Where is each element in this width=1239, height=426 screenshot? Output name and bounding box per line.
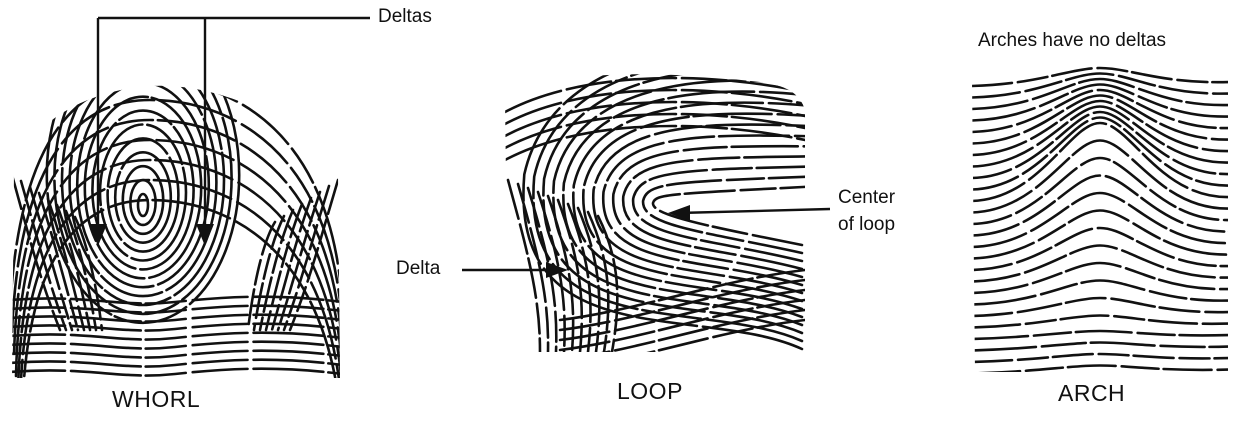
whorl-ridge	[10, 369, 342, 376]
whorl-ridge	[130, 180, 155, 225]
whorl-ridge	[10, 360, 342, 367]
loop-ridge	[573, 103, 822, 309]
whorl-ridge	[138, 194, 148, 216]
center-of-loop-line2: of loop	[838, 211, 895, 238]
center-of-loop-line1: Center	[838, 184, 895, 211]
arch-ridge	[972, 354, 1230, 362]
center-pointer-line	[678, 209, 830, 213]
whorl-ridge	[10, 351, 342, 358]
whorl-title: WHORL	[112, 386, 200, 413]
arch-fingerprint	[972, 68, 1230, 374]
whorl-fingerprint	[10, 27, 342, 421]
arch-ridge	[972, 101, 1230, 155]
arch-ridge	[972, 141, 1230, 213]
delta-label: Delta	[396, 258, 440, 280]
loop-title: LOOP	[617, 378, 683, 405]
arch-ridge	[972, 366, 1230, 374]
arches-note-label: Arches have no deltas	[978, 30, 1166, 52]
arch-ridge	[972, 211, 1230, 259]
whorl-ridge	[10, 315, 342, 322]
loop-ridge	[533, 58, 822, 341]
whorl-ridge	[10, 333, 342, 340]
loop-ridge	[593, 125, 822, 293]
whorl-ridge	[10, 80, 342, 310]
arch-ridge	[972, 263, 1230, 293]
arch-ridge	[972, 343, 1230, 351]
arch-title: ARCH	[1058, 380, 1125, 407]
arch-ridge	[972, 281, 1230, 305]
arch-ridge	[972, 316, 1230, 328]
loop-fingerprint	[505, 47, 822, 370]
arch-ridge	[972, 331, 1230, 339]
deltas-label: Deltas	[378, 6, 432, 28]
arch-ridge	[972, 118, 1230, 190]
whorl-ridge	[10, 342, 342, 349]
arch-ridge	[972, 176, 1230, 236]
center-of-loop-label: Center of loop	[838, 184, 895, 238]
